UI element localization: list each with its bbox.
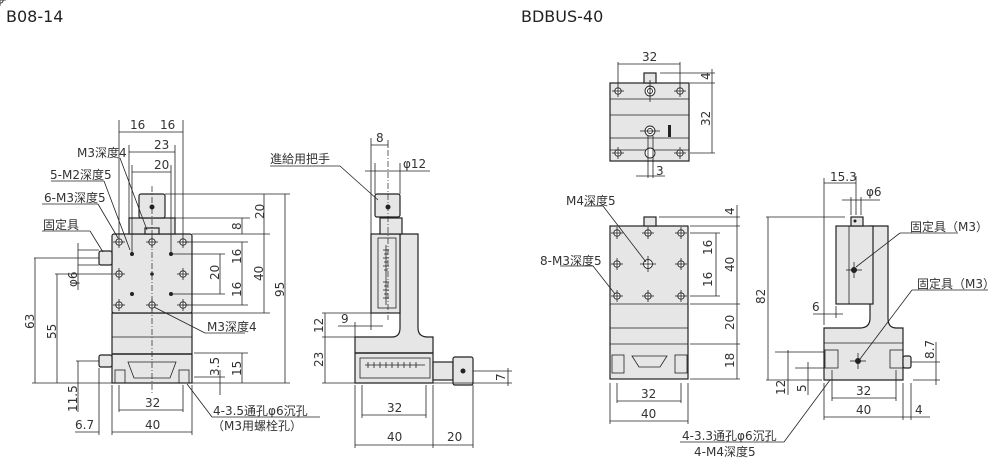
label-fixture-m3-upper: 固定具（M3） [910, 219, 988, 234]
dim-20-holes: 20 [208, 265, 222, 280]
side-dim-15-3: 15.3 [830, 170, 857, 184]
dim-3-5: 3.5 [208, 357, 222, 376]
front-dim-20: 20 [723, 315, 737, 330]
front-dim-40-bottom: 40 [641, 407, 656, 421]
bdbus-side-view [680, 176, 988, 443]
front-dim-16-down: 16 [701, 272, 715, 287]
label-8-m3-depth5: 8-M3深度5 [540, 253, 602, 268]
dim-phi6: φ6 [66, 271, 80, 287]
label-m3-depth4-top: M3深度4 [77, 145, 127, 160]
side-dim-8-7: 8.7 [923, 340, 937, 359]
front-dim-18: 18 [723, 353, 737, 368]
top-dim-32: 32 [642, 50, 657, 64]
dim-16-up: 16 [230, 249, 244, 264]
b08-side-view [270, 138, 512, 448]
title-bdbus-40: BDBUS-40 [521, 7, 603, 26]
dim-8-side: 8 [376, 131, 384, 145]
label-5-m2-depth5: 5-M2深度5 [50, 167, 112, 182]
side-dim-82: 82 [754, 289, 768, 304]
dim-20-side: 20 [447, 430, 462, 444]
top-dim-4: 4 [699, 72, 713, 80]
b08-front-view [0, 0, 320, 435]
bdbus-front-view [560, 205, 740, 424]
label-feed-handle: 進給用把手 [270, 152, 330, 166]
scale-ticks [383, 249, 389, 299]
label-through-hole: 4-3.5通孔φ6沉孔 [213, 404, 308, 418]
side-dim-12: 12 [774, 380, 788, 395]
dim-9: 9 [341, 312, 349, 326]
fixture-knob [98, 250, 113, 266]
dim-16-down: 16 [230, 282, 244, 297]
dim-23-side: 23 [312, 352, 326, 367]
label-bolt-hole: （M3用螺栓孔） [212, 418, 302, 433]
dim-15: 15 [230, 361, 244, 376]
label-m3-depth4-bottom: M3深度4 [207, 319, 257, 334]
side-dim-5: 5 [795, 384, 809, 392]
bdbus-top-view [609, 62, 715, 178]
dim-40: 40 [252, 266, 266, 281]
dim-6-7: 6.7 [75, 418, 94, 432]
dim-40-bottom: 40 [145, 418, 160, 432]
dim-16-left: 16 [130, 118, 145, 132]
side-dim-4: 4 [915, 403, 923, 417]
front-dim-40: 40 [723, 257, 737, 272]
front-dim-4: 4 [723, 207, 737, 215]
dim-20-knob: 20 [253, 204, 267, 219]
front-dim-16-up: 16 [701, 240, 715, 255]
side-dim-6: 6 [812, 300, 820, 314]
title-b08-14: B08-14 [6, 7, 63, 26]
label-through-hole-bdbus: 4-3.3通孔φ6沉孔 [682, 429, 777, 443]
dim-32-side: 32 [387, 401, 402, 415]
dim-8: 8 [230, 222, 244, 230]
label-m4-depth5: M4深度5 [566, 193, 616, 208]
label-4-m4-depth5: 4-M4深度5 [694, 444, 756, 459]
label-fixture: 固定具 [43, 217, 79, 232]
dim-63: 63 [23, 314, 37, 329]
mounting-holes [0, 0, 6, 6]
dim-7: 7 [494, 373, 508, 381]
side-dim-32: 32 [856, 384, 871, 398]
side-dim-40: 40 [856, 403, 871, 417]
label-fixture-m3-lower: 固定具（M3） [917, 276, 995, 291]
front-dim-32: 32 [641, 387, 656, 401]
dim-55: 55 [45, 324, 59, 339]
top-dim-32-vertical: 32 [699, 111, 713, 126]
side-dim-phi6: φ6 [866, 185, 882, 199]
dim-12: 12 [312, 318, 326, 333]
dim-20-top: 20 [154, 158, 169, 172]
dim-95: 95 [273, 282, 287, 297]
top-dim-3: 3 [656, 164, 664, 178]
dim-23: 23 [154, 138, 169, 152]
dim-40-side: 40 [387, 430, 402, 444]
dim-11-5: 11.5 [66, 385, 80, 412]
dim-16-right: 16 [160, 118, 175, 132]
label-6-m3-depth5: 6-M3深度5 [44, 190, 106, 205]
dim-32: 32 [145, 396, 160, 410]
dim-phi12: φ12 [403, 157, 426, 171]
